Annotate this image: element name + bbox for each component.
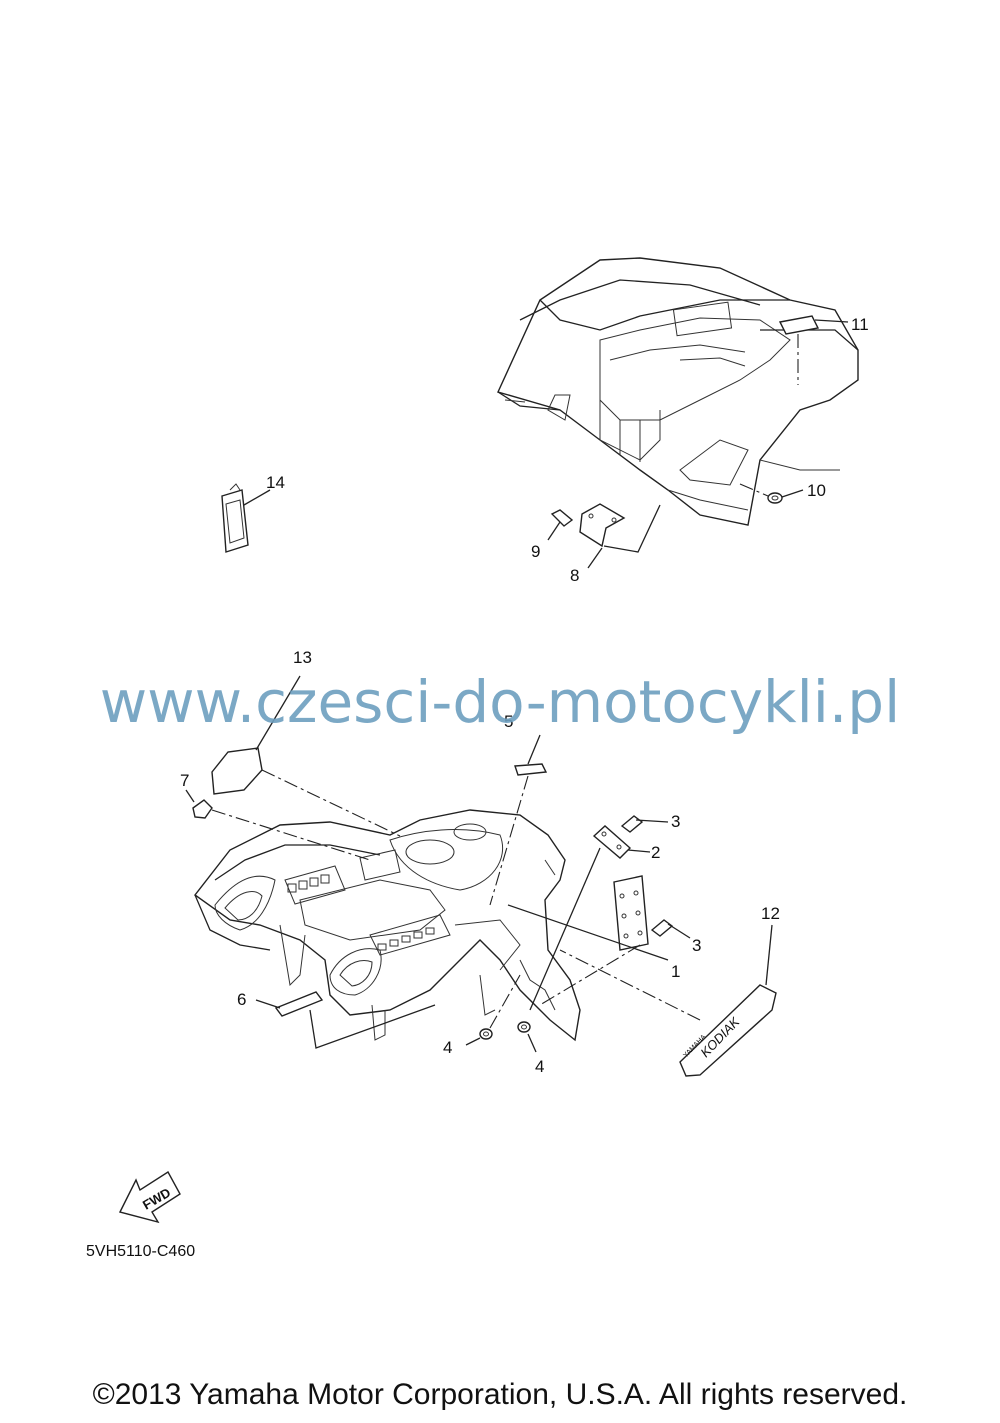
callout-8: 8 (570, 566, 579, 585)
callout-11: 11 (851, 315, 869, 334)
callout-1: 1 (671, 962, 680, 981)
decal-6 (255, 991, 436, 1049)
callout-3-lower: 3 (692, 936, 701, 955)
washer-4-left (465, 974, 521, 1046)
callout-3-upper: 3 (671, 812, 680, 831)
plate-2 (529, 825, 651, 1011)
callout-labels: 1 2 3 3 4 4 5 6 7 8 9 10 11 12 13 14 (180, 315, 869, 1076)
decal-13 (211, 675, 401, 837)
callout-12: 12 (761, 904, 780, 923)
callout-2: 2 (651, 843, 660, 862)
callout-7: 7 (180, 771, 189, 790)
callout-5: 5 (504, 712, 513, 731)
front-fender-vents (287, 874, 435, 951)
part-code: 5VH5110-C460 (86, 1243, 195, 1260)
decal-11 (778, 315, 849, 385)
emblem-7 (185, 789, 371, 861)
plate-8 (579, 503, 661, 569)
callout-4-left: 4 (443, 1038, 452, 1057)
front-fender (193, 809, 581, 1042)
watermark-url: www.czesci-do-motocykli.pl (99, 668, 901, 736)
fwd-arrow-icon: FWD (118, 1171, 181, 1224)
callout-9: 9 (531, 542, 540, 561)
callout-6: 6 (237, 990, 246, 1009)
bolt-3-upper (620, 815, 669, 833)
grommet-10 (739, 483, 804, 504)
washer-4-right (517, 1021, 537, 1053)
callout-13: 13 (293, 648, 312, 667)
decal-12-kodiak: KODIAK YAMAHA (559, 924, 777, 1077)
decal-5 (489, 734, 548, 906)
callout-14: 14 (266, 473, 285, 492)
callout-10: 10 (807, 481, 826, 500)
callout-4-right: 4 (535, 1057, 544, 1076)
plate-1 (507, 875, 669, 1006)
bolt-3-lower (650, 919, 691, 939)
bolt-9 (547, 509, 574, 541)
rear-fender (497, 257, 859, 526)
decal-14 (221, 483, 271, 553)
copyright-notice: ©2013 Yamaha Motor Corporation, U.S.A. A… (92, 1378, 908, 1411)
